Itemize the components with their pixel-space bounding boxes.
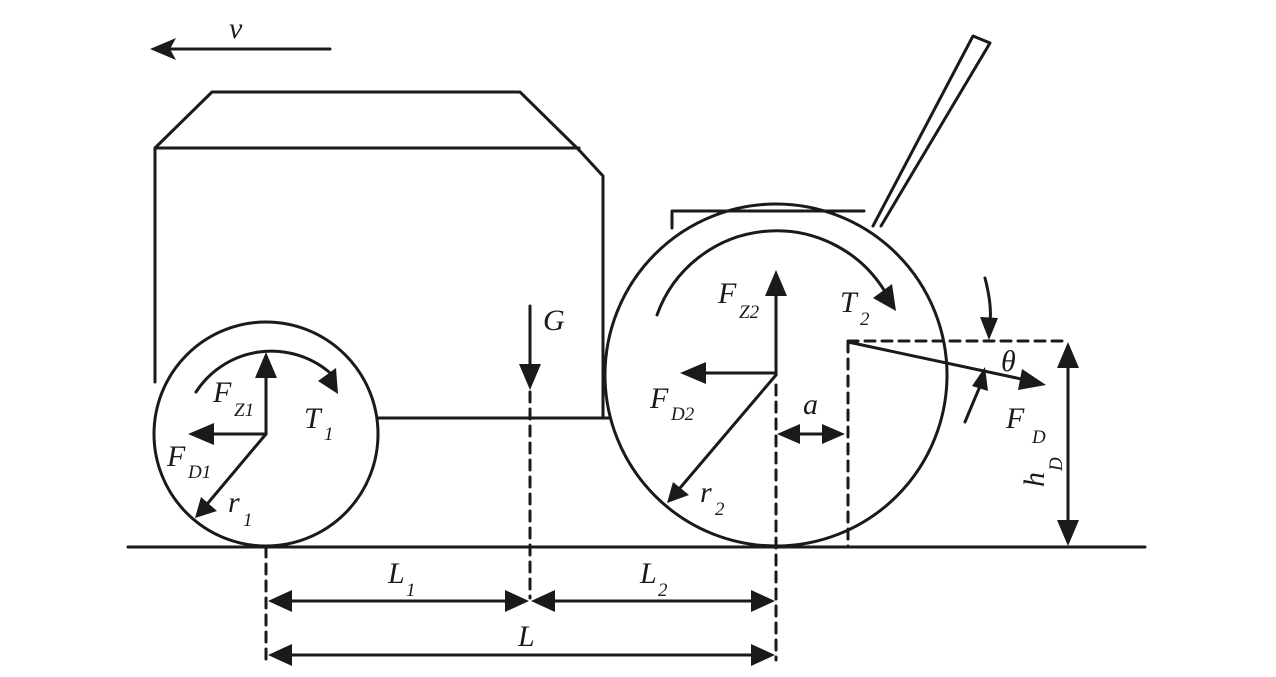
gravity-label: G [543, 304, 565, 337]
rear-drag-force-label: F [649, 382, 669, 415]
front-radius-subscript: 1 [243, 510, 253, 531]
front-radius-arrow [195, 432, 268, 518]
front-torque-subscript: 1 [324, 424, 334, 445]
front-drag-force-arrow [188, 423, 268, 445]
front-torque-arrow [194, 349, 338, 394]
traction-force-subscript: D [1031, 427, 1046, 448]
front-drag-force-label: F [166, 440, 186, 473]
rear-vertical-force-arrow [765, 270, 787, 377]
rear-vertical-force-label: F [717, 277, 737, 310]
rear-torque-arrow [655, 229, 896, 317]
offset-a-dimension [777, 424, 845, 444]
front-vertical-force-label: F [212, 376, 232, 409]
dimension-L1 [268, 590, 529, 612]
hitch-height-letter: h [1018, 472, 1051, 487]
gravity-arrow [519, 304, 541, 390]
rear-vertical-force-subscript: Z2 [739, 302, 760, 323]
traction-force-label: F [1005, 402, 1025, 435]
handle [670, 34, 992, 230]
rear-radius-subscript: 2 [715, 499, 725, 520]
front-radius-label: r [228, 486, 240, 519]
traction-force-arrow [846, 340, 1046, 390]
angle-theta-label: θ [1001, 345, 1016, 378]
rear-drag-force-arrow [680, 362, 778, 384]
hitch-height-dimension [1057, 342, 1079, 546]
rear-radius-arrow [667, 373, 778, 503]
velocity-label: v [229, 12, 243, 45]
rear-radius-label: r [700, 476, 712, 509]
hitch-height-subscript: D [1046, 457, 1067, 472]
dimension-L2 [531, 590, 775, 612]
front-drag-force-subscript: D1 [187, 462, 211, 483]
dimension-L2-subscript: 2 [658, 580, 668, 601]
front-vertical-force-subscript: Z1 [234, 400, 254, 421]
angle-theta-marker [963, 276, 998, 424]
dimension-L [268, 644, 775, 666]
dimension-L1-label: L [387, 557, 405, 590]
offset-a-label: a [803, 388, 818, 421]
rear-torque-label: T [840, 286, 859, 319]
front-vertical-force-arrow [255, 352, 277, 436]
rear-drag-force-subscript: D2 [670, 404, 695, 425]
velocity-arrow [150, 38, 332, 60]
hitch-height-label: h D [1018, 457, 1067, 487]
dimension-L1-subscript: 1 [406, 580, 416, 601]
vehicle-body [153, 90, 611, 420]
front-torque-label: T [304, 402, 323, 435]
rear-torque-subscript: 2 [860, 309, 870, 330]
dimension-L-label: L [517, 620, 535, 653]
dimension-L2-label: L [639, 557, 657, 590]
